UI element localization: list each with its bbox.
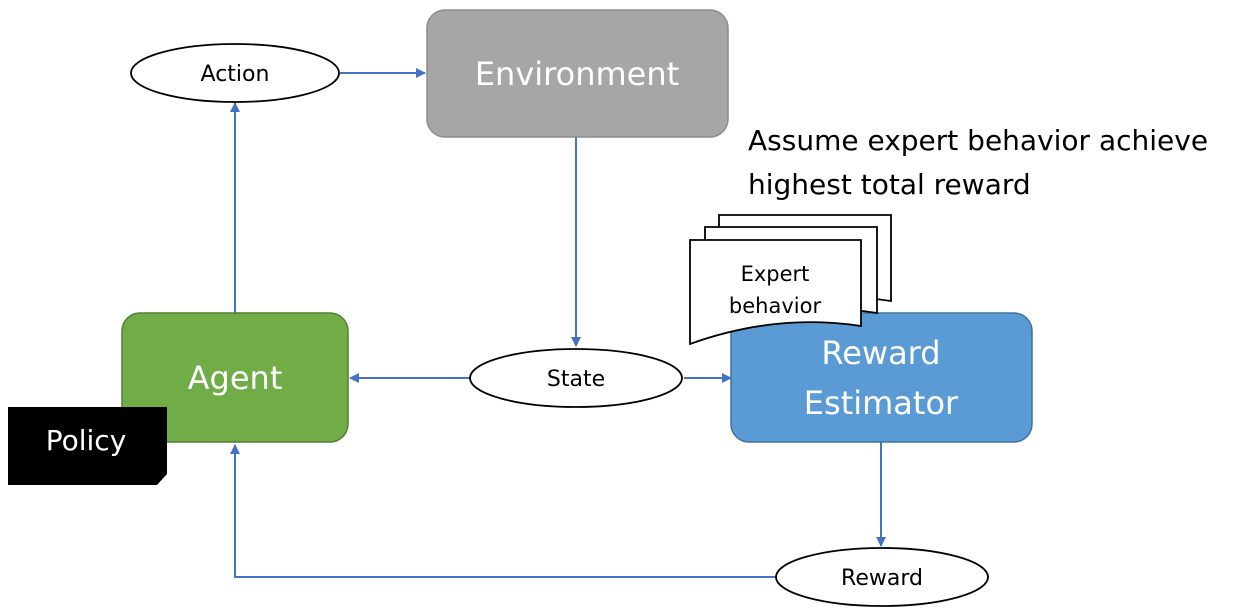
action-node: Action <box>130 43 340 103</box>
environment-node: Environment <box>426 9 729 138</box>
reward-node: Reward <box>775 547 989 607</box>
policy-box <box>8 407 167 485</box>
assumption-note-line1: Assume expert behavior achieve <box>748 124 1208 157</box>
reward-estimator-label-line1: Reward <box>821 334 940 372</box>
reward-label: Reward <box>841 566 923 591</box>
state-label: State <box>547 367 605 392</box>
stacked-documents-icon: Expert behavior <box>689 214 892 346</box>
agent-box <box>121 312 349 443</box>
document-front <box>689 239 862 346</box>
expert-behavior-label-line2: behavior <box>729 294 822 318</box>
action-oval <box>130 43 340 103</box>
reward-estimator-node: Reward Estimator <box>730 312 1033 443</box>
reward-estimator-box <box>730 312 1033 443</box>
assumption-note: Assume expert behavior achieve highest t… <box>748 124 1208 201</box>
policy-label: Policy <box>46 424 127 457</box>
policy-node: Policy <box>8 407 167 485</box>
policy-corner-fold <box>157 474 167 485</box>
state-oval <box>469 348 683 408</box>
arrow-reward-to-agent <box>230 444 778 578</box>
expert-behavior-label-line1: Expert <box>741 262 810 286</box>
reward-oval <box>775 547 989 607</box>
environment-box <box>426 9 729 138</box>
agent-label: Agent <box>188 359 283 397</box>
state-node: State <box>469 348 683 408</box>
action-label: Action <box>201 62 270 87</box>
environment-label: Environment <box>475 55 679 93</box>
reward-estimator-label-line2: Estimator <box>804 384 959 422</box>
assumption-note-line2: highest total reward <box>748 168 1031 201</box>
agent-node: Agent <box>121 312 349 443</box>
connectors <box>230 68 886 578</box>
